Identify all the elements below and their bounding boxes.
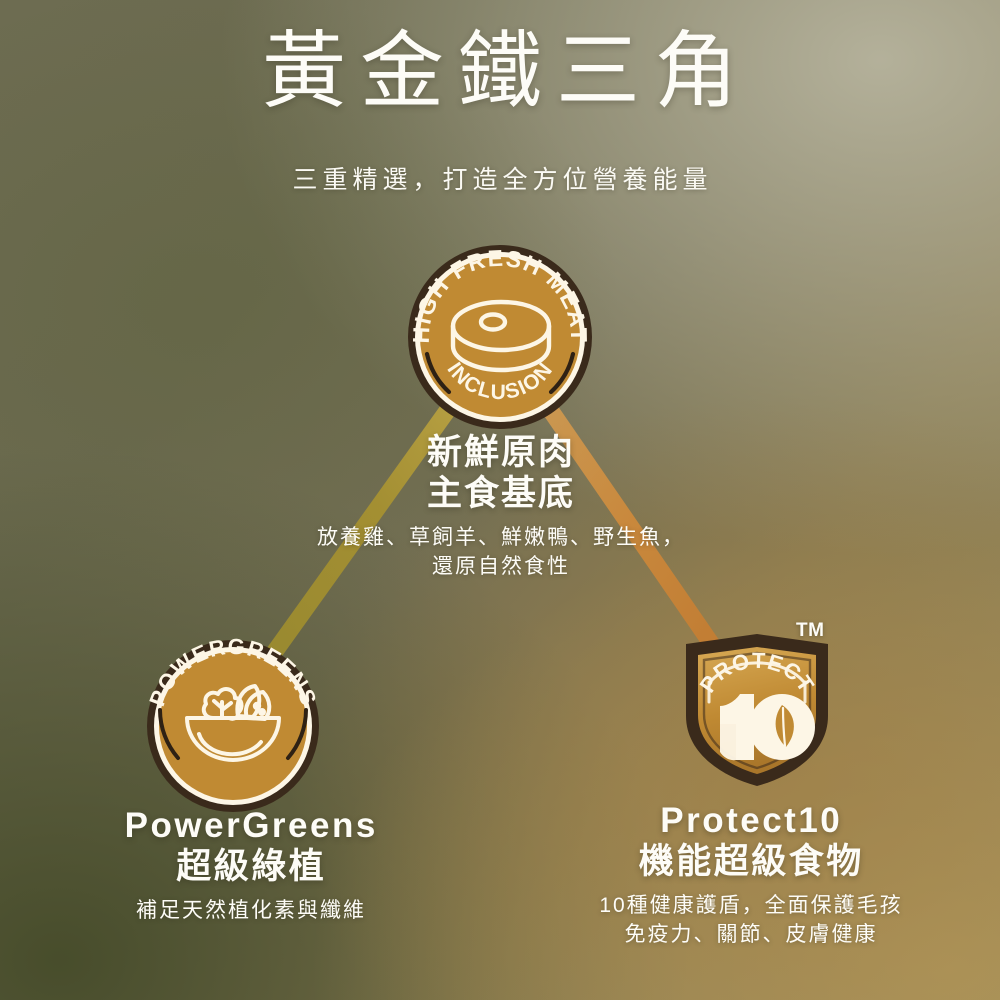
heading-line-1: Protect10 [660,801,843,840]
salad-bowl-icon [185,684,281,762]
page-title: 黃金鐵三角 [261,26,752,119]
badge-gold-face [159,652,307,800]
pillar-heading-power-greens: PowerGreens 超級綠植 [30,805,470,888]
pillar-heading-fresh-meat: 新鮮原肉 主食基底 [230,432,770,515]
shield-number-10 [720,694,815,761]
pillar-desc-power-greens: 補足天然植化素與纖維 [30,897,470,926]
desc-line-1: 補足天然植化素與纖維 [136,898,366,922]
heading-line-2: 機能超級食物 [638,842,864,882]
page-subtitle: 三重精選，打造全方位營養能量 [292,166,713,194]
badge-power-greens: POWERGREENS [143,634,323,812]
badge-accent-arc-right [286,708,308,760]
pillar-heading-protect10: Protect10 機能超級食物 [520,800,980,883]
badge-gold-face [420,257,580,417]
badge-accent-arc-left [158,708,180,760]
badge-accent-arc-right [548,351,576,395]
heading-line-2: 主食基底 [426,474,575,514]
heading-line-2: 超級綠植 [176,847,327,887]
badge-accent-arc-left [424,351,452,395]
desc-line-1: 10種健康護盾，全面保護毛孩 [599,893,903,917]
steak-icon [450,299,552,373]
shield-swoosh [708,661,806,684]
badge-high-fresh-meat: HIGH FRESH MEAT INCLUSION [405,242,595,432]
pillar-desc-fresh-meat: 放養雞、草飼羊、鮮嫩鴨、野生魚， 還原自然食性 [230,524,770,582]
desc-line-2: 免疫力、關節、皮膚健康 [624,922,878,946]
heading-line-1: PowerGreens [124,806,378,845]
desc-line-1: 放養雞、草飼羊、鮮嫩鴨、野生魚， [317,525,685,549]
badge-protect10: PROTECT [678,630,836,788]
shield-leaf-icon [775,705,794,748]
pillar-text-power-greens: PowerGreens 超級綠植 補足天然植化素與纖維 [30,805,470,926]
pillar-text-protect10: Protect10 機能超級食物 10種健康護盾，全面保護毛孩 免疫力、關節、皮… [520,800,980,950]
trademark-symbol: TM [796,620,825,641]
pillar-text-fresh-meat: 新鮮原肉 主食基底 放養雞、草飼羊、鮮嫩鴨、野生魚， 還原自然食性 [230,432,770,582]
pillar-desc-protect10: 10種健康護盾，全面保護毛孩 免疫力、關節、皮膚健康 [520,892,980,950]
heading-line-1: 新鮮原肉 [426,433,575,472]
shield-swoosh-ticks [707,680,807,704]
desc-line-2: 還原自然食性 [432,554,570,578]
